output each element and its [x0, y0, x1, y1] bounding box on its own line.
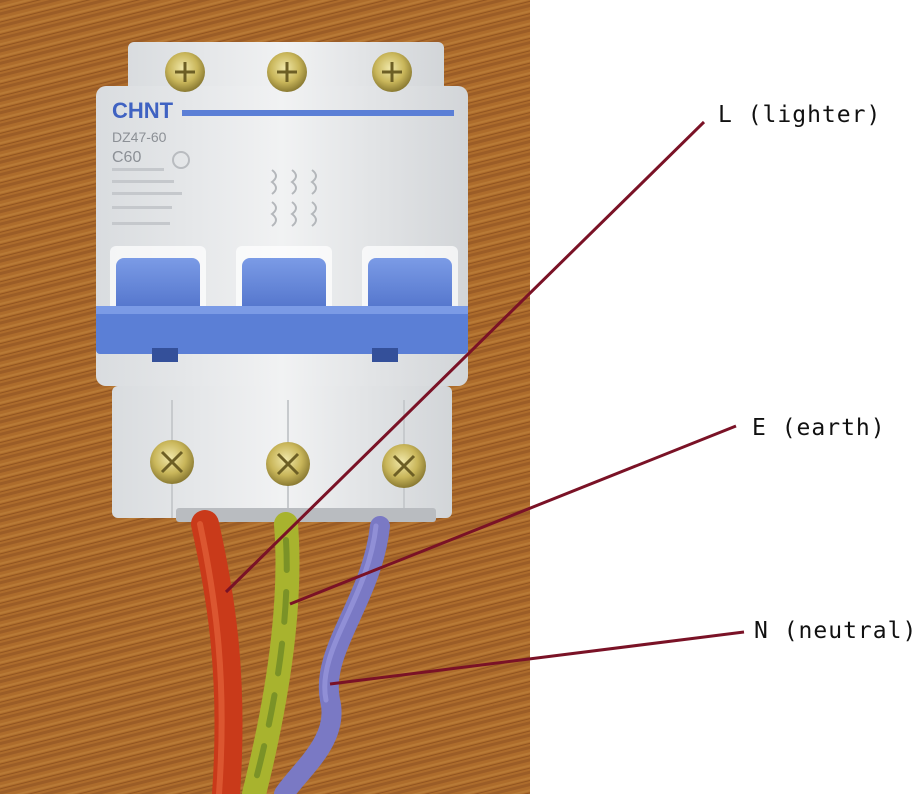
toggle-tie-bar [96, 306, 468, 354]
neutral-wire [274, 516, 390, 794]
circuit-breaker [96, 42, 468, 522]
leader-lines [224, 120, 745, 686]
toggle-2 [242, 258, 326, 318]
leader-line-earth [289, 424, 737, 606]
live-wire [191, 510, 243, 794]
leader-line-neutral [329, 630, 745, 686]
toggle-3 [368, 258, 452, 318]
breaker-rating: C60 [112, 149, 141, 166]
wires [191, 510, 390, 794]
leader-line-live [224, 120, 706, 594]
label-neutral: N (neutral) [754, 618, 918, 644]
breaker-model: DZ47-60 [112, 129, 167, 145]
label-live: L (lighter) [718, 102, 882, 128]
toggle-1 [116, 258, 200, 318]
label-earth: E (earth) [752, 415, 886, 441]
breaker-brand: CHNT [112, 98, 174, 123]
